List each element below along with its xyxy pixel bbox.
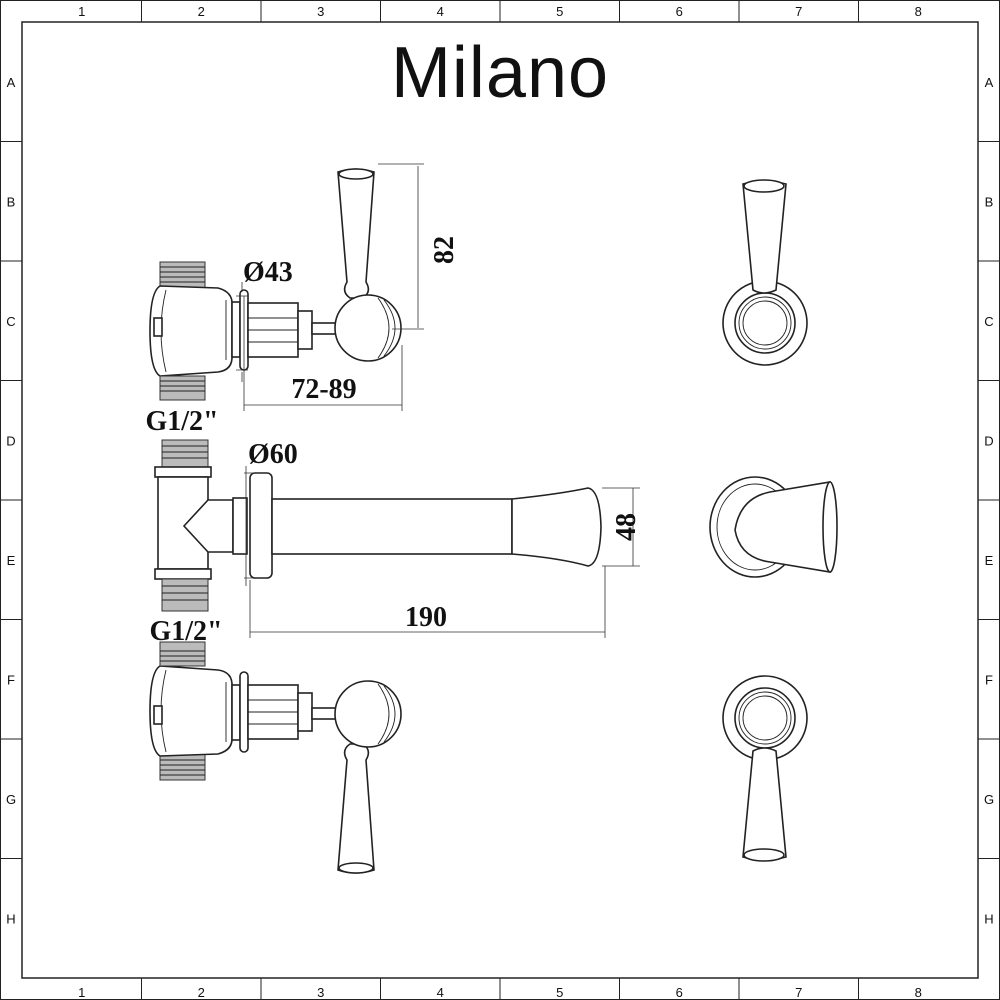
spout-side-view [154,439,602,612]
grid-column-label: 3 [317,4,324,19]
grid-row-label: A [7,75,16,90]
grid-row-label: B [7,194,16,209]
grid-row-label: A [985,75,994,90]
grid-column-label: 3 [317,985,324,1000]
grid-column-label: 4 [437,4,444,19]
label-outlet-height-48: 48 [611,513,642,541]
grid-column-label: 2 [198,985,205,1000]
label-spout-projection-190: 190 [405,602,447,633]
cold-handle-front-view [722,675,808,862]
spout-front-view [709,476,838,578]
grid-column-label: 8 [915,985,922,1000]
grid-column-label: 7 [795,985,802,1000]
grid-column-label: 4 [437,985,444,1000]
grid-column-label: 5 [556,4,563,19]
grid-row-label: C [6,314,15,329]
grid-row-label: F [7,672,15,687]
label-flange-diameter-60: Ø60 [248,439,298,470]
grid-row-label: G [984,792,994,807]
grid-column-label: 1 [78,4,85,19]
dimension-lines-top [236,163,424,411]
grid-row-label: E [7,553,16,568]
grid-row-label: F [985,672,993,687]
hot-valve-side-view [149,168,402,401]
grid-column-label: 6 [676,985,683,1000]
grid-row-label: H [984,911,993,926]
label-inlet-top: G1/2" [145,406,218,437]
label-flange-diameter-43: Ø43 [243,257,293,288]
grid-column-label: 8 [915,4,922,19]
grid-row-label: C [984,314,993,329]
grid-row-label: D [984,433,993,448]
dimension-lines-spout [244,466,640,638]
hot-handle-front-view [722,179,808,366]
grid-column-label: 7 [795,4,802,19]
label-handle-height-82: 82 [429,236,460,264]
grid-column-label: 6 [676,4,683,19]
grid-row-label: D [6,433,15,448]
grid-column-label: 2 [198,4,205,19]
grid-row-label: B [985,194,994,209]
grid-column-label: 5 [556,985,563,1000]
label-projection-72-89: 72-89 [291,374,356,405]
grid-row-label: H [6,911,15,926]
grid-column-label: 1 [78,985,85,1000]
cold-valve-side-view [149,641,402,874]
brand-title: Milano [391,33,609,113]
grid-row-label: E [985,553,994,568]
grid-row-label: G [6,792,16,807]
